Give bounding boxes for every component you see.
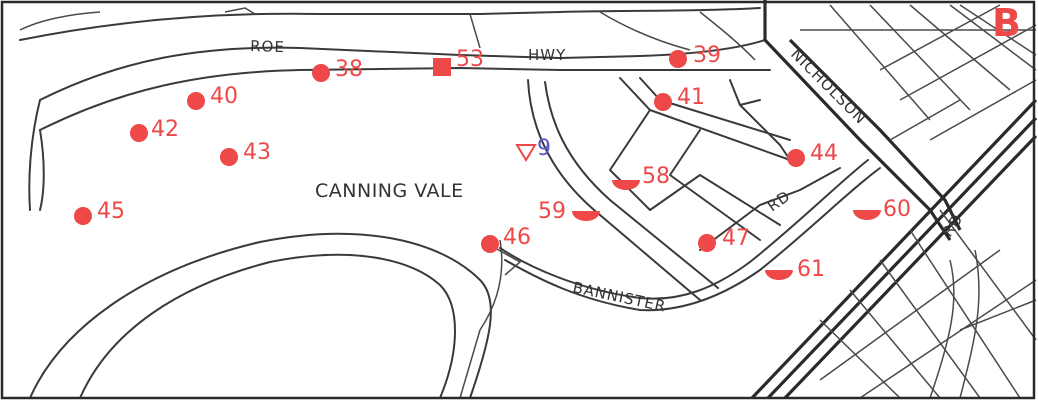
sheet-letter: B xyxy=(992,1,1021,45)
site-marker-circle xyxy=(220,148,238,166)
site-label: 39 xyxy=(693,43,721,68)
nicholson-rd-east-edge xyxy=(788,38,962,231)
site-label: 43 xyxy=(243,140,271,165)
site-label: 58 xyxy=(642,164,670,189)
block-line-4 xyxy=(669,129,761,241)
site-41[interactable]: 41 xyxy=(654,85,705,111)
site-marker-half-circle xyxy=(612,180,640,190)
railway-line-2 xyxy=(766,116,1038,400)
roe-ramp-upper xyxy=(19,7,761,41)
block-line-3 xyxy=(609,109,651,211)
bannister-rd-south-edge xyxy=(499,159,869,300)
site-47[interactable]: 47 xyxy=(698,226,750,252)
oval-spur xyxy=(459,239,503,399)
block-line-5 xyxy=(649,174,781,226)
site-53[interactable]: 53 xyxy=(433,47,484,76)
site-label: 44 xyxy=(810,141,838,166)
site-markers: 38 53 39 40 41 42 43 9 xyxy=(74,43,911,282)
bannister-west-link xyxy=(494,247,522,276)
site-marker-half-circle xyxy=(572,211,600,221)
site-label: 9 xyxy=(537,136,551,161)
site-marker-circle xyxy=(74,207,92,225)
block-line-1 xyxy=(619,77,791,161)
west-curve-inner xyxy=(39,129,45,211)
site-45[interactable]: 45 xyxy=(74,199,125,225)
railway-line-3 xyxy=(783,134,1038,400)
site-44[interactable]: 44 xyxy=(787,141,838,167)
site-marker-circle xyxy=(481,235,499,253)
site-marker-circle xyxy=(130,124,148,142)
road-network xyxy=(19,0,1038,400)
site-label: 45 xyxy=(97,199,125,224)
east-suburb-grid xyxy=(800,4,1037,399)
site-61[interactable]: 61 xyxy=(765,257,825,282)
site-marker-circle xyxy=(787,149,805,167)
west-curve-outer xyxy=(28,99,41,211)
site-9[interactable]: 9 xyxy=(515,136,551,162)
site-label: 40 xyxy=(210,84,238,109)
bannister-rd-north-edge xyxy=(504,167,881,312)
site-marker-half-circle xyxy=(853,210,881,220)
road-label-roe: ROE xyxy=(250,37,285,56)
site-label: 59 xyxy=(538,199,566,224)
site-label: 61 xyxy=(797,257,825,282)
oval-outer xyxy=(29,232,492,399)
site-59[interactable]: 59 xyxy=(538,199,600,224)
place-label-canning-vale: CANNING VALE xyxy=(315,180,464,202)
block-line-8 xyxy=(739,104,791,161)
site-42[interactable]: 42 xyxy=(130,117,179,142)
site-marker-circle xyxy=(698,234,716,252)
site-58[interactable]: 58 xyxy=(612,164,670,190)
site-label: 38 xyxy=(335,57,363,82)
site-label: 42 xyxy=(151,117,179,142)
site-label: 41 xyxy=(677,85,705,110)
railway-line-1 xyxy=(750,98,1038,400)
site-60[interactable]: 60 xyxy=(853,197,911,222)
road-label-nicholson: NICHOLSON xyxy=(787,45,870,128)
site-label: 53 xyxy=(456,47,484,72)
ramp-b xyxy=(599,11,691,51)
site-marker-circle xyxy=(654,93,672,111)
site-marker-half-circle xyxy=(765,270,793,280)
site-marker-circle xyxy=(669,50,687,68)
ramp-c xyxy=(699,11,756,61)
site-marker-circle xyxy=(187,92,205,110)
oval-inner xyxy=(79,253,456,399)
canning-internal-west-2 xyxy=(544,81,719,289)
nicholson-rd-west-edge xyxy=(763,38,952,241)
site-39[interactable]: 39 xyxy=(669,43,721,68)
block-line-6 xyxy=(699,167,841,251)
site-label: 47 xyxy=(722,226,750,251)
roe-hwy-south-edge xyxy=(39,67,771,131)
block-line-7 xyxy=(729,79,761,106)
site-marker-triangle xyxy=(515,144,537,162)
canning-internal-west xyxy=(527,79,701,301)
site-marker-circle xyxy=(312,64,330,82)
road-label-hwy: HWY xyxy=(528,46,566,64)
site-label: 60 xyxy=(883,197,911,222)
ramp-d xyxy=(19,11,101,31)
road-label-rd-left: RD xyxy=(764,187,794,216)
road-label-bannister: BANNISTER xyxy=(571,278,668,315)
site-38[interactable]: 38 xyxy=(312,57,363,82)
site-43[interactable]: 43 xyxy=(220,140,271,166)
ramp-a xyxy=(469,13,481,49)
ramp-e xyxy=(224,7,256,15)
site-label: 46 xyxy=(503,225,531,250)
site-46[interactable]: 46 xyxy=(481,225,531,253)
site-marker-square xyxy=(433,58,451,76)
roe-hwy-north-edge xyxy=(39,39,766,101)
site-40[interactable]: 40 xyxy=(187,84,238,110)
